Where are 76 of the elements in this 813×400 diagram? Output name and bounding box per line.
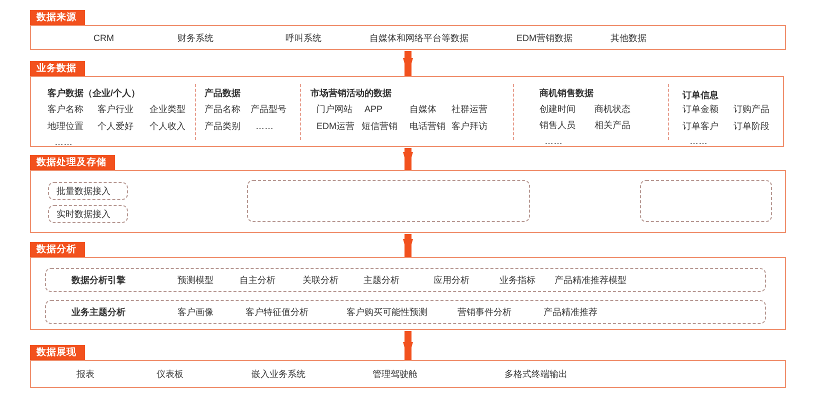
item-label: 关联分析 xyxy=(302,274,338,286)
item-label: 订购产品 xyxy=(734,102,770,114)
item-label: 个人爱好 xyxy=(98,120,134,132)
item-label: 营销事件分析 xyxy=(458,306,512,318)
item-label: 仪表板 xyxy=(156,368,184,380)
item-label: 产品名称 xyxy=(204,102,240,114)
dashed-box xyxy=(640,180,772,222)
item-label: APP xyxy=(364,102,383,114)
item-label: 自媒体和网络平台等数据 xyxy=(370,32,468,44)
dashed-box xyxy=(246,180,530,222)
dashed-box xyxy=(44,268,766,292)
item-label: 嵌入业务系统 xyxy=(252,368,306,380)
item-label: 产品精准推荐 xyxy=(544,306,598,318)
item-label: 应用分析 xyxy=(434,274,470,286)
item-label: 门户网站 xyxy=(316,102,352,114)
item-label: 地理位置 xyxy=(48,120,84,132)
item-label: EDM营销数据 xyxy=(516,32,572,44)
item-label: 客户购买可能性预测 xyxy=(346,306,428,318)
dashed-box xyxy=(48,182,128,200)
section-tab: 数据分析 xyxy=(30,242,84,257)
item-label: 主题分析 xyxy=(364,274,400,286)
item-label: …… xyxy=(544,134,562,146)
section-tab: 数据展现 xyxy=(30,345,84,360)
item-label: …… xyxy=(690,134,708,146)
item-label: 自媒体 xyxy=(410,102,436,114)
down-arrow xyxy=(403,148,413,170)
down-arrow xyxy=(403,234,413,257)
item-label: 客户行业 xyxy=(98,102,134,114)
item-label: …… xyxy=(54,136,72,148)
item-label: 企业类型 xyxy=(150,102,186,114)
section-tab: 业务数据 xyxy=(30,61,84,76)
item-label: 客户画像 xyxy=(178,306,214,318)
item-label: 自主分析 xyxy=(240,274,276,286)
item-label: CRM xyxy=(94,32,114,44)
item-label: 产品型号 xyxy=(250,102,286,114)
item-label: 其他数据 xyxy=(610,32,646,44)
item-label: 批量数据接入 xyxy=(56,184,110,196)
item-label: 预测模型 xyxy=(178,274,214,286)
item-label: 业务指标 xyxy=(500,274,536,286)
item-label: 商机状态 xyxy=(594,102,630,114)
row-heading: 业务主题分析 xyxy=(72,306,126,318)
column-heading: 商机销售数据 xyxy=(540,86,594,98)
item-label: 短信营销 xyxy=(362,120,398,132)
item-label: 订单金额 xyxy=(682,102,718,114)
dashed-box xyxy=(48,204,128,222)
item-label: 客户特征值分析 xyxy=(246,306,308,318)
down-arrow xyxy=(403,331,413,360)
item-label: 销售人员 xyxy=(540,118,576,130)
column-heading: 市场营销活动的数据 xyxy=(310,86,392,98)
item-label: 社群运营 xyxy=(452,102,488,114)
item-label: 呼叫系统 xyxy=(286,32,322,44)
item-label: 实时数据接入 xyxy=(56,208,110,220)
item-label: 客户名称 xyxy=(48,102,84,114)
item-label: 管理驾驶舱 xyxy=(372,368,418,380)
section-tab: 数据处理及存储 xyxy=(30,155,114,170)
column-heading: 客户数据（企业/个人） xyxy=(48,86,140,98)
item-label: 客户拜访 xyxy=(452,120,488,132)
item-label: …… xyxy=(256,120,274,132)
section-tab: 数据来源 xyxy=(30,10,84,25)
row-heading: 数据分析引擎 xyxy=(72,274,126,286)
item-label: 多格式终端输出 xyxy=(504,368,568,380)
item-label: 订单客户 xyxy=(682,120,718,132)
item-label: 产品精准推荐模型 xyxy=(554,274,626,286)
item-label: 电话营销 xyxy=(410,120,446,132)
item-label: 个人收入 xyxy=(150,120,186,132)
dashed-box xyxy=(44,300,766,324)
item-label: 订单阶段 xyxy=(734,120,770,132)
column-heading: 产品数据 xyxy=(204,86,240,98)
column-heading: 订单信息 xyxy=(682,88,718,100)
item-label: EDM运营 xyxy=(316,120,354,132)
item-label: 相关产品 xyxy=(594,118,630,130)
item-label: 报表 xyxy=(76,368,94,380)
item-label: 创建时间 xyxy=(540,102,576,114)
item-label: 产品类别 xyxy=(204,120,240,132)
down-arrow xyxy=(403,51,413,76)
item-label: 财务系统 xyxy=(178,32,214,44)
